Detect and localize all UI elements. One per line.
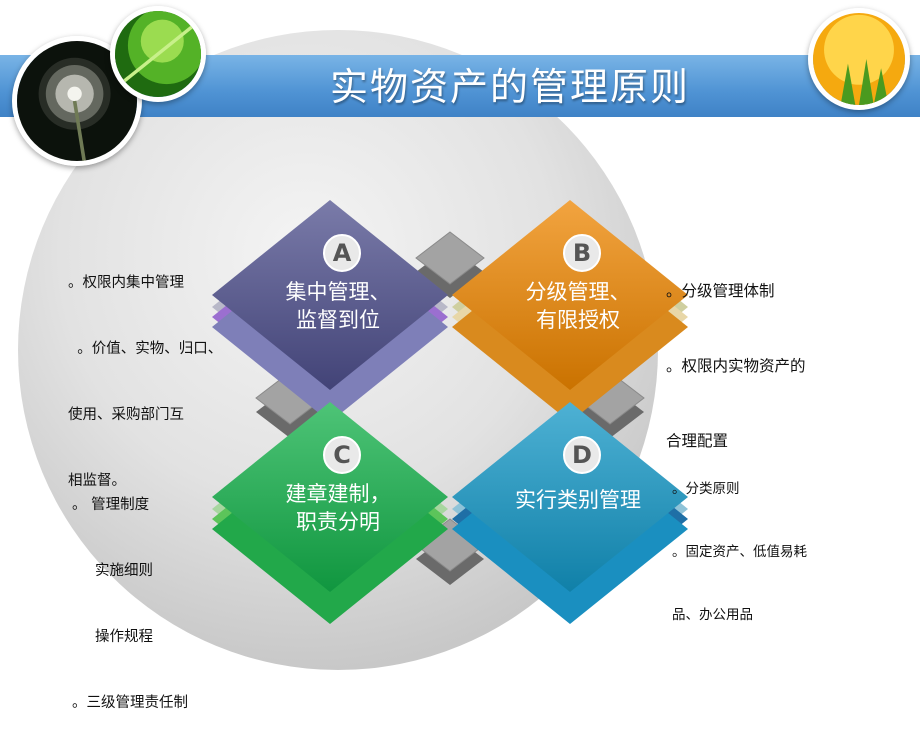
yellow-tulip-photo: [808, 8, 910, 110]
letter-label: B: [573, 239, 591, 267]
diamond-d: [452, 402, 688, 592]
note-d-line: 。固定资产、低值易耗: [672, 544, 807, 560]
diamond-b: [452, 200, 688, 390]
note-c-line: 。三级管理责任制: [72, 695, 188, 711]
note-a-line: 相监督。: [68, 473, 126, 489]
note-a-line: 使用、采购部门互: [68, 407, 184, 423]
letter-badge: [323, 436, 361, 474]
diamond-label-line1: 实行类别管理: [515, 488, 641, 512]
note-a-line: 。权限内集中管理: [68, 275, 184, 291]
green-leaf-photo: [110, 6, 206, 102]
note-c-line: 。 管理制度: [72, 497, 150, 513]
note-c: 。 管理制度 实施细则 操作规程 。三级管理责任制: [72, 450, 188, 736]
note-b-line: 。权限内实物资产的: [666, 357, 806, 375]
connector-block: [415, 231, 485, 285]
letter-label: A: [333, 239, 352, 267]
letter-badge: [563, 436, 601, 474]
note-d-line: 品、办公用品: [672, 607, 753, 623]
note-c-line: 操作规程: [72, 629, 154, 645]
diamond-label-line1: 集中管理、: [286, 280, 391, 304]
diamond-label-line2: 有限授权: [536, 308, 620, 332]
principles-diagram: A 集中管理、监督到位 B 分级管理、有限授权 C 建章建制， 职责分明 D 实行类别管理: [212, 200, 688, 624]
letter-label: D: [572, 441, 592, 469]
diamond-label-line1: 建章建制，: [286, 482, 391, 506]
dandelion-photo: [12, 36, 142, 166]
diamond-label-line2: 职责分明: [296, 510, 380, 534]
note-d: 。分类原则 。固定资产、低值易耗 品、办公用品: [672, 437, 807, 647]
note-d-line: 。分类原则: [672, 481, 740, 497]
note-a-line: 。价值、实物、归口、: [68, 341, 223, 357]
note-a: 。权限内集中管理 。价值、实物、归口、 使用、采购部门互 相监督。: [68, 228, 222, 514]
page-title: 实物资产的管理原则: [329, 65, 690, 109]
diamond-label-line2: 监督到位: [296, 308, 380, 332]
letter-badge: [563, 234, 601, 272]
note-b: 。分级管理体制 。权限内实物资产的 合理配置: [666, 229, 806, 479]
letter-label: C: [333, 441, 351, 469]
diamond-c: [212, 402, 448, 592]
note-b-line: 合理配置: [666, 432, 729, 450]
note-c-line: 实施细则: [72, 563, 154, 579]
diamond-label-line1: 分级管理、: [526, 280, 631, 304]
diamond-a: [212, 200, 448, 390]
letter-badge: [323, 234, 361, 272]
note-b-line: 。分级管理体制: [666, 282, 775, 300]
